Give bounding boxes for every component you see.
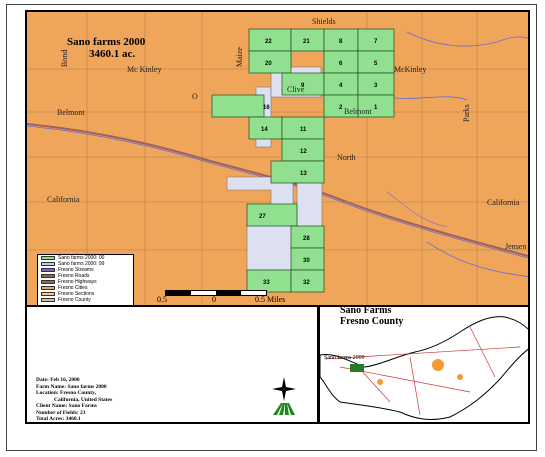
field-label: 8 <box>339 39 343 45</box>
road-label-california: California <box>47 195 80 204</box>
field-label: 13 <box>300 171 307 177</box>
field-label: 14 <box>261 127 268 133</box>
scale-right: 0.5 Miles <box>255 295 286 304</box>
fields-00 <box>211 28 395 293</box>
map-title-line1: Sano farms 2000 <box>67 36 146 48</box>
road-label-north: North <box>337 153 356 162</box>
field-label: 6 <box>339 61 343 67</box>
main-map: 22 21 8 7 20 6 5 9 4 3 16 2 1 14 11 12 1… <box>25 10 530 307</box>
road-label-mckinley-w: Mc Kinley <box>127 65 161 74</box>
field-label: 9 <box>301 83 305 89</box>
legend-item: Sano farms 2000: 99 <box>41 261 133 267</box>
inset-map: Sano Farms Fresno County Sano farms 2000 <box>319 307 530 424</box>
field-label: 20 <box>265 61 272 67</box>
legend: Sano farms 2000: 00 Sano farms 2000: 99 … <box>37 254 134 305</box>
field-label: 3 <box>374 83 378 89</box>
scale-bar: 0.5 0 0.5 Miles <box>157 290 287 304</box>
field-16 <box>211 94 265 118</box>
road-label-belmont-e: Belmont <box>344 107 372 116</box>
info-panel: Date: Feb 16, 2000 Farm Name: Sano farms… <box>25 307 319 424</box>
field-label: 12 <box>300 149 307 155</box>
info-num-fields: Number of Fields: 23 <box>36 409 86 416</box>
field-label: 27 <box>259 214 266 220</box>
info-total-acres: Total Acres: 3460.1 <box>36 416 81 422</box>
stream-south <box>426 241 528 277</box>
field-label: 16 <box>263 105 270 111</box>
stream-east <box>386 191 448 228</box>
legend-item: Fresno Cities <box>41 285 133 291</box>
road-label-california-e: California <box>487 198 520 207</box>
info-location2: California, United States <box>54 396 113 403</box>
road-label-clive: Clive <box>287 85 305 94</box>
road-label-o: O <box>192 92 198 101</box>
map-canvas: 22 21 8 7 20 6 5 9 4 3 16 2 1 14 11 12 1… <box>27 12 528 305</box>
road-label-mckinley-e: McKinley <box>394 65 426 74</box>
inset-title-line1: Sano Farms <box>340 307 392 316</box>
map-title-line2: 3460.1 ac. <box>89 48 136 60</box>
legend-item: Fresno Highways <box>41 279 133 285</box>
info-client: Client Name: Sano Farms <box>36 403 97 409</box>
field-label: 22 <box>265 39 272 45</box>
road-labels: Shields Mc Kinley McKinley Belmont Belmo… <box>47 17 526 251</box>
compass-icon <box>272 377 296 415</box>
field-label: 32 <box>303 280 310 286</box>
field-1 <box>357 94 395 118</box>
field-13 <box>270 160 325 184</box>
legend-item: Sano farms 2000: 00 <box>41 255 133 261</box>
inset-title: Sano Farms Fresno County <box>340 307 403 327</box>
farm-info: Date: Feb 16, 2000 Farm Name: Sano farms… <box>36 377 112 423</box>
road-label-belmont: Belmont <box>57 108 85 117</box>
scale-left: 0.5 <box>157 295 167 304</box>
field-label: 5 <box>374 61 378 67</box>
road-label-shields: Shields <box>312 17 336 26</box>
county-outline <box>320 316 528 420</box>
map-title: Sano farms 2000 3460.1 ac. <box>67 36 145 60</box>
field-label: 1 <box>374 105 378 111</box>
field-label: 30 <box>303 258 310 264</box>
legend-item: Fresno County <box>41 297 133 303</box>
inset-title-line2: Fresno County <box>340 316 404 327</box>
info-farm-name: Farm Name: Sano farms 2000 <box>36 383 107 390</box>
road-label-maize: Maize <box>235 47 244 67</box>
field-label: 4 <box>339 83 343 89</box>
field-27 <box>246 203 298 227</box>
field-label: 7 <box>374 39 378 45</box>
field-label: 11 <box>300 127 307 133</box>
field-label: 28 <box>303 236 310 242</box>
legend-item: Fresno Streams <box>41 267 133 273</box>
field-32 <box>290 269 325 293</box>
stream-north <box>406 31 528 47</box>
field-label: 33 <box>263 280 270 286</box>
info-date: Date: Feb 16, 2000 <box>36 377 80 383</box>
road-label-jensen: Jensen <box>505 242 526 251</box>
legend-item: Fresno Roads <box>41 273 133 279</box>
field-labels: 22 21 8 7 20 6 5 9 4 3 16 2 1 14 11 12 1… <box>259 39 378 286</box>
legend-item: Fresno Sections <box>41 291 133 297</box>
scale-mid: 0 <box>212 295 216 304</box>
inset-label: Sano farms 2000 <box>324 355 365 361</box>
field-20 <box>248 50 292 74</box>
road-label-parks: Parks <box>462 104 471 122</box>
field-label: 21 <box>303 39 310 45</box>
road-label-bond: Bond <box>60 50 69 67</box>
field-label: 2 <box>339 105 343 111</box>
info-location: Location: Fresno County, <box>36 390 96 396</box>
